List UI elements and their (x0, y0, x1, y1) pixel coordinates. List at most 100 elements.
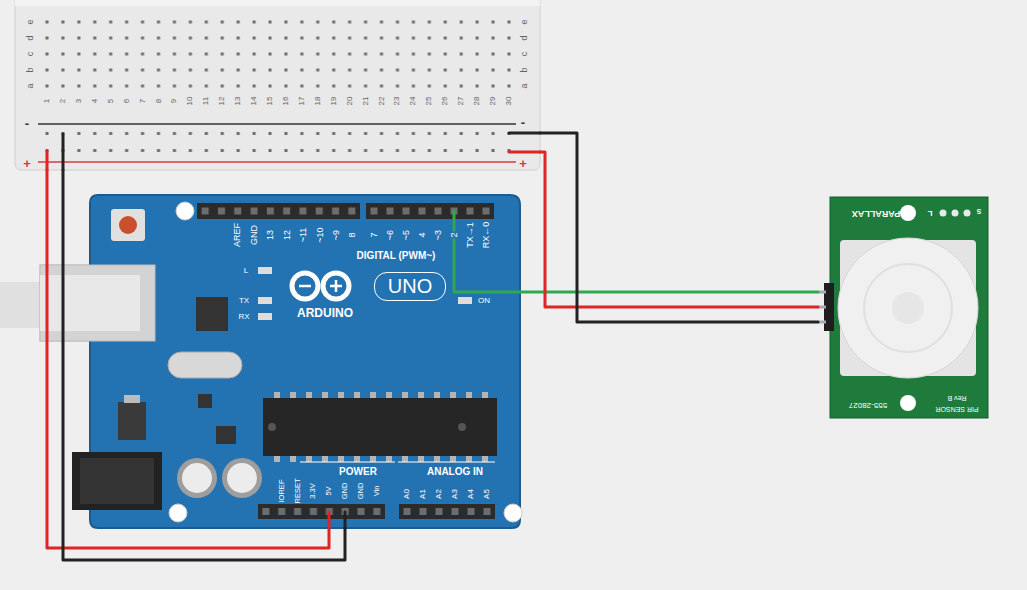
breadboard-art (15, 0, 540, 170)
arduino-art (458, 297, 472, 304)
column-number: 14 (250, 97, 258, 106)
pir-sensor-art (892, 292, 924, 324)
arduino-art (258, 504, 385, 519)
row-letter: c (26, 52, 35, 57)
arduino-art (504, 504, 522, 522)
arduino-art (40, 265, 155, 341)
header-title: POWER (339, 467, 377, 477)
pin-label: A3 (451, 489, 459, 499)
row-letter: c (520, 52, 529, 57)
led-label: L (244, 267, 248, 275)
arduino-art (366, 203, 494, 219)
column-number: 10 (186, 97, 194, 106)
breadboard-art (15, 0, 540, 170)
arduino-art (177, 458, 217, 498)
column-number: 29 (489, 97, 497, 106)
wire-tails (509, 151, 540, 154)
row-letter: d (520, 35, 529, 40)
arduino-art (196, 297, 228, 331)
wire-tails (344, 512, 347, 528)
arduino-art (292, 273, 318, 299)
pir-sensor: PARALLAXLS555-28027Rev BPIR SENSOR (818, 197, 988, 418)
pin-label: ~5 (402, 230, 411, 240)
arduino-art (40, 195, 522, 528)
pin-label: GND (357, 483, 365, 500)
pin-label: S (977, 208, 982, 215)
column-number: 26 (441, 97, 449, 106)
arduino-art (118, 402, 146, 440)
column-number: 23 (393, 97, 401, 106)
brand-name: ARDUINO (297, 307, 353, 319)
column-number: 20 (346, 97, 354, 106)
pin-label: A0 (403, 489, 411, 499)
column-number: 30 (505, 97, 513, 106)
pir-sensor-art (864, 264, 952, 352)
column-number: 15 (266, 97, 274, 106)
arduino-art (111, 209, 145, 241)
row-letter: a (26, 83, 35, 88)
part-number: 555-28027 (849, 401, 887, 409)
pin-label: ~6 (386, 230, 395, 240)
arduino-art (458, 423, 466, 431)
column-number: 5 (107, 99, 115, 103)
arduino-art (198, 394, 212, 408)
wire-tails (509, 132, 540, 135)
pin-label: A5 (483, 489, 491, 499)
pin-label: TX→1 (466, 222, 475, 248)
pir-sensor-art (900, 395, 916, 411)
arduino-art (335, 280, 338, 292)
breadboard: edcbaedcba123456789101112131415161718192… (15, 0, 540, 170)
column-number: 11 (202, 97, 210, 105)
pin-label: ~10 (316, 227, 325, 242)
column-number: 28 (473, 97, 481, 106)
pin-label: RX←0 (482, 222, 491, 249)
row-letter: e (26, 19, 35, 24)
led-label: RX (238, 313, 249, 321)
pin-label: 7 (370, 232, 379, 237)
pin-label: A4 (467, 489, 475, 499)
pir-sensor-art (818, 197, 988, 418)
pir-sensor-art (838, 238, 978, 378)
header-title: DIGITAL (PWM~) (357, 251, 436, 261)
pin-label: L (928, 209, 933, 217)
jumper-wire (63, 170, 345, 560)
arduino-art (216, 426, 236, 444)
arduino-art (169, 504, 187, 522)
column-number: 8 (155, 99, 163, 103)
arduino-art (227, 463, 257, 493)
arduino-board: UNOAREFGND1312~11~10~987~6~54~32TX→1RX←0… (90, 195, 520, 528)
column-number: 12 (218, 97, 226, 106)
rail-sign: - (25, 117, 29, 130)
column-number: 4 (91, 99, 99, 103)
usb-connector (0, 282, 40, 328)
arduino-art (399, 504, 495, 519)
pin-label: AREF (233, 223, 242, 247)
breadboard-art (39, 14, 517, 94)
logo-badge: UNO (374, 272, 446, 301)
row-letter: a (520, 83, 529, 88)
wire-tails (47, 133, 540, 528)
pin-label: Vin (373, 486, 381, 497)
rail-sign: - (521, 116, 525, 129)
column-number: 22 (378, 97, 386, 106)
arduino-art (263, 398, 497, 456)
pin-label: 5V (325, 486, 333, 495)
breadboard-art (15, 0, 540, 6)
arduino-art (222, 458, 262, 498)
arduino-art (399, 504, 495, 519)
column-number: 24 (409, 97, 417, 106)
column-number: 9 (170, 99, 178, 103)
rail-sign: + (519, 157, 527, 170)
usb-connector (40, 275, 140, 331)
jumper-wire (540, 133, 818, 322)
pir-sensor-art (964, 210, 971, 217)
row-letter: e (520, 19, 529, 24)
column-number: 19 (330, 97, 338, 106)
led-label: TX (239, 297, 249, 305)
wire-tails (62, 134, 65, 170)
pir-sensor-art (940, 210, 947, 217)
breadboard-art (38, 161, 516, 163)
pin-label: 8 (348, 232, 357, 237)
